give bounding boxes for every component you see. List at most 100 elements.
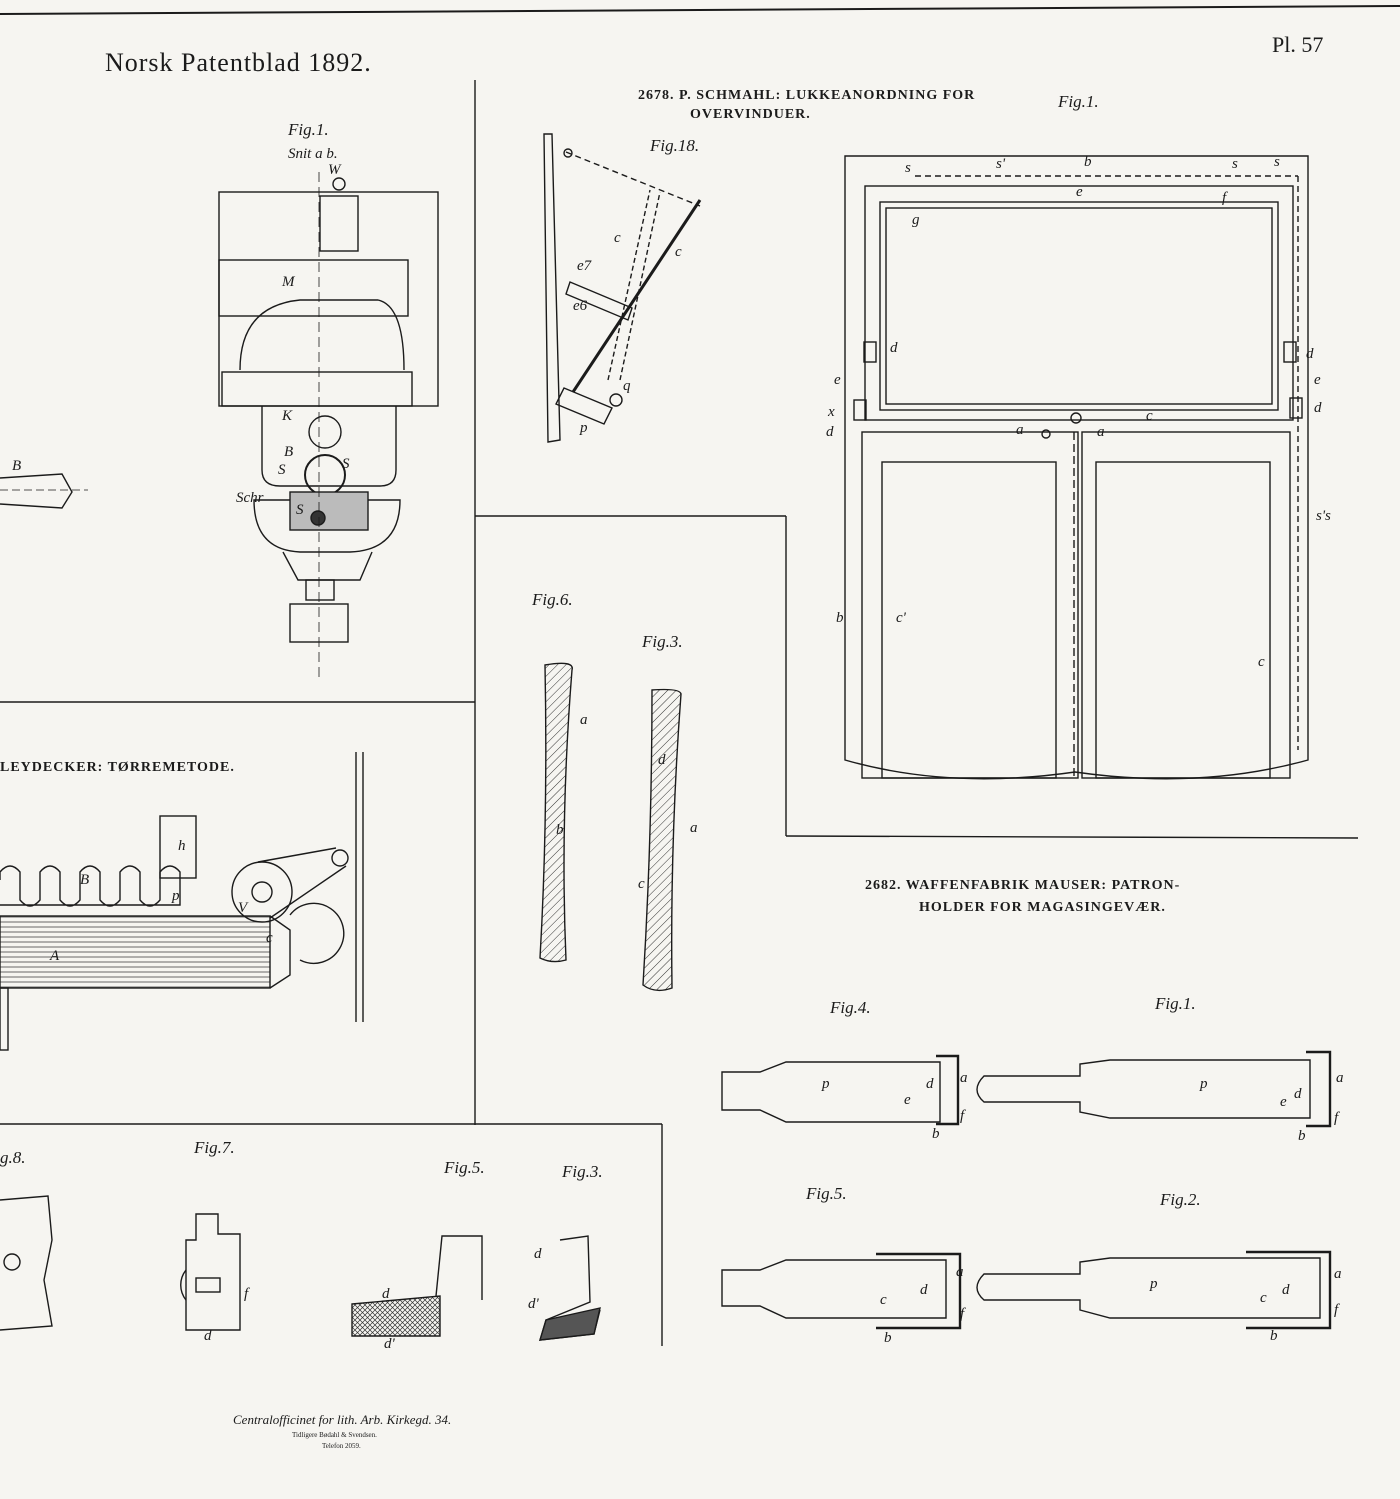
label-e-left: e — [834, 372, 841, 388]
label-f-window: f — [1222, 190, 1227, 206]
label-f-c2: f — [1334, 1302, 1339, 1318]
label-c-prime: c' — [896, 610, 906, 626]
window-fig-label: Fig.1. — [1058, 92, 1099, 111]
imprint-line3: Telefon 2059. — [322, 1442, 361, 1450]
label-d-prime: d — [826, 424, 834, 440]
cart-fig1-label: Fig.1. — [1155, 994, 1196, 1013]
patent-2678-title-line2: OVERVINDUER. — [690, 107, 811, 122]
label-c-lower: c — [1258, 654, 1265, 670]
fig5-small-label: Fig.5. — [444, 1158, 485, 1177]
fig6-label: Fig.6. — [532, 590, 573, 609]
fig7-label: Fig.7. — [194, 1138, 235, 1157]
label-S2: S — [342, 456, 350, 472]
label-S3: S — [296, 502, 304, 518]
patent-2682-title-line1: 2682. WAFFENFABRIK MAUSER: PATRON- — [865, 878, 1181, 893]
label-b-c4: b — [932, 1126, 940, 1142]
plate-number: Pl. 57 — [1272, 32, 1324, 57]
label-s-w1: s — [905, 160, 911, 176]
label-a-c5: a — [956, 1264, 964, 1280]
label-d-fig7: d — [204, 1328, 212, 1344]
imprint-line1: Centralofficinet for lith. Arb. Kirkegd.… — [233, 1412, 452, 1427]
label-d-left: d — [890, 340, 898, 356]
fig18-drawing — [543, 133, 702, 443]
label-B-handle: B — [12, 458, 22, 474]
label-e7: e7 — [577, 258, 592, 274]
label-s-w3: s — [1274, 154, 1280, 170]
label-c-c5: c — [880, 1292, 887, 1308]
label-e-right: e — [1314, 372, 1321, 388]
label-d-right2: d — [1314, 400, 1322, 416]
fig3-profile-label: Fig.3. — [642, 632, 683, 651]
label-a-c2: a — [1334, 1266, 1342, 1282]
cart-fig5-label: Fig.5. — [806, 1184, 847, 1203]
label-Schr: Schr — [236, 490, 264, 506]
label-B-dryer: B — [80, 872, 90, 888]
label-p-c4: p — [822, 1076, 830, 1092]
label-d-c1: d — [1294, 1086, 1302, 1102]
label-a-fig6: a — [580, 712, 588, 728]
machine-fig-label: Fig.1. — [288, 120, 329, 139]
dryer-drawing — [0, 752, 364, 1051]
label-b-c5: b — [884, 1330, 892, 1346]
label-p-c1: p — [1200, 1076, 1208, 1092]
small-figures-drawing — [0, 1195, 601, 1341]
patent-2678-title-line1: 2678. P. SCHMAHL: LUKKEANORDNING FOR — [638, 88, 976, 103]
label-s-s: s's — [1316, 508, 1331, 524]
label-e-window-top: e — [1076, 184, 1083, 200]
machine-drawing — [0, 172, 439, 680]
fig18-label: Fig.18. — [650, 136, 700, 155]
label-h: h — [178, 838, 186, 854]
imprint-line2: Tidligere Bødahl & Svendsen. — [292, 1431, 377, 1439]
cart-fig2-label: Fig.2. — [1160, 1190, 1201, 1209]
label-x: x — [828, 404, 835, 420]
label-A: A — [50, 948, 60, 964]
label-a-fig3: a — [690, 820, 698, 836]
label-f-c1: f — [1334, 1110, 1339, 1126]
label-M: M — [282, 274, 295, 290]
label-c-c2: c — [1260, 1290, 1267, 1306]
label-d-c5: d — [920, 1282, 928, 1298]
machine-caption: Snit a b. — [288, 146, 338, 162]
label-d-fig5s: d — [382, 1286, 390, 1302]
label-b-c2: b — [1270, 1328, 1278, 1344]
label-V: V — [238, 900, 248, 916]
leydecker-title: LEYDECKER: TØRREMETODE. — [0, 760, 235, 775]
label-b-c1: b — [1298, 1128, 1306, 1144]
fig8-label: g.8. — [0, 1148, 26, 1167]
profiles-drawing — [539, 662, 682, 992]
label-f-c4: f — [960, 1108, 965, 1124]
label-b-window: b — [1084, 154, 1092, 170]
label-d-c4: d — [926, 1076, 934, 1092]
label-a-c1: a — [1336, 1070, 1344, 1086]
cartridges-drawing — [721, 1050, 1332, 1330]
label-d-prime-fig3s: d' — [528, 1296, 539, 1312]
label-p-fig18: p — [580, 420, 588, 436]
label-c-window: c — [1146, 408, 1153, 424]
label-S1: S — [278, 462, 286, 478]
label-a-window: a — [1097, 424, 1105, 440]
label-d-prime-fig5s: d' — [384, 1336, 395, 1352]
label-g: g — [912, 212, 920, 228]
label-e-c1: e — [1280, 1094, 1287, 1110]
label-K: K — [282, 408, 293, 424]
label-c-dryer: c — [266, 930, 273, 946]
label-b-fig6: b — [556, 822, 564, 838]
label-q: q — [623, 378, 631, 394]
label-p-c2: p — [1150, 1276, 1158, 1292]
label-s-w2: s — [1232, 156, 1238, 172]
label-e6: e6 — [573, 298, 588, 314]
label-d-c2: d — [1282, 1282, 1290, 1298]
label-a-c4: a — [960, 1070, 968, 1086]
page-title: Norsk Patentblad 1892. — [105, 48, 372, 77]
label-d-right: d — [1306, 346, 1314, 362]
label-d-fig3: d — [658, 752, 666, 768]
label-a-prime: a — [1016, 422, 1024, 438]
label-W: W — [328, 162, 341, 178]
label-e-c4: e — [904, 1092, 911, 1108]
fig3-small-label: Fig.3. — [562, 1162, 603, 1181]
patent-2682-title-line2: HOLDER FOR MAGASINGEVÆR. — [919, 900, 1166, 915]
label-f-c5: f — [960, 1306, 965, 1322]
label-b-lower: b — [836, 610, 844, 626]
window-drawing — [844, 155, 1309, 780]
